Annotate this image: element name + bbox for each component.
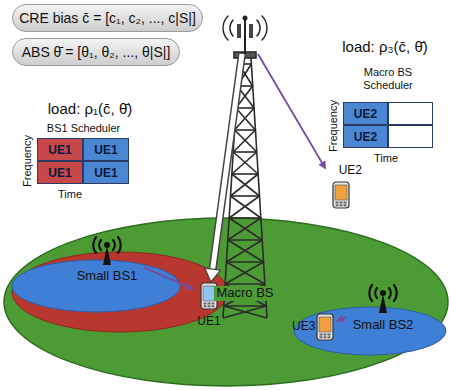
load-label: load: ρ₃(c̄, θ̄)	[342, 38, 428, 55]
antenna-icon	[365, 284, 401, 314]
small-base-station: Small BS2	[346, 282, 420, 340]
cell-text: UE1	[94, 143, 117, 157]
phone-icon	[316, 313, 334, 341]
load-label: load: ρ₁(c̄, θ̄)	[48, 100, 132, 117]
arrow-head	[205, 268, 221, 282]
small-base-station: Small BS1	[70, 236, 144, 290]
cell-text: UE2	[354, 107, 377, 121]
scheduler-cell: UE2	[343, 102, 388, 125]
user-equipment: UE3	[292, 312, 336, 342]
node-label: Small BS1	[77, 269, 138, 284]
user-equipment: UE2	[326, 164, 362, 212]
scheduler-cell: UE1	[37, 161, 83, 184]
empty-cell	[388, 102, 433, 125]
scheduler-title: BS1 Scheduler	[37, 122, 130, 135]
node-label: Macro BS	[214, 286, 275, 301]
empty-cell	[388, 125, 433, 148]
range-extension-area	[12, 252, 228, 332]
scheduler-grid: Macro BS SchedulerUE2UE2	[343, 66, 433, 148]
node-label: UE1	[197, 315, 220, 329]
antenna-head	[222, 10, 268, 54]
axis-label: Frequency	[327, 100, 339, 152]
scheduler-cell: UE1	[83, 161, 129, 184]
scheduler-cell: UE2	[343, 125, 388, 148]
axis-label: Frequency	[21, 135, 33, 187]
arrow-head	[336, 315, 345, 322]
axis-label: Time	[374, 152, 398, 164]
arrow-head	[185, 283, 194, 290]
parameter-text: CRE bias c̄ = [c₁, c₂, ..., c|S|]	[19, 10, 196, 26]
cell-text: UE2	[354, 130, 377, 144]
link-arrow	[258, 54, 326, 170]
parameter-box: CRE bias c̄ = [c₁, c₂, ..., c|S|]	[12, 4, 203, 32]
phone-icon	[332, 181, 350, 209]
small-cell-area	[12, 260, 180, 312]
arrow-head	[318, 161, 326, 170]
scheduler-cell: UE1	[37, 138, 83, 161]
node-label: UE2	[339, 164, 362, 178]
macro-base-station: Macro BS	[222, 10, 268, 54]
parameter-box: ABS θ̄ = [θ₁, θ₂, ..., θ|S|]	[12, 38, 180, 66]
antenna-icon	[89, 236, 125, 266]
link-arrow	[144, 267, 194, 289]
scheduler-grid: BS1 SchedulerUE1UE1UE1UE1	[37, 122, 130, 184]
node-label: Small BS2	[353, 318, 414, 333]
node-label: UE3	[292, 320, 315, 334]
link-arrow	[336, 315, 346, 322]
small-cell-area	[294, 307, 446, 355]
scheduler-title: Macro BS Scheduler	[352, 66, 424, 92]
parameter-text: ABS θ̄ = [θ₁, θ₂, ..., θ|S|]	[22, 44, 171, 60]
cell-text: UE1	[48, 143, 71, 157]
cell-text: UE1	[94, 166, 117, 180]
macro-tower	[223, 52, 267, 318]
signal-arrow	[205, 54, 242, 282]
coverage-ground	[4, 218, 448, 386]
axis-label: Time	[58, 188, 82, 200]
scheduler-cell: UE1	[83, 138, 129, 161]
cell-text: UE1	[48, 166, 71, 180]
